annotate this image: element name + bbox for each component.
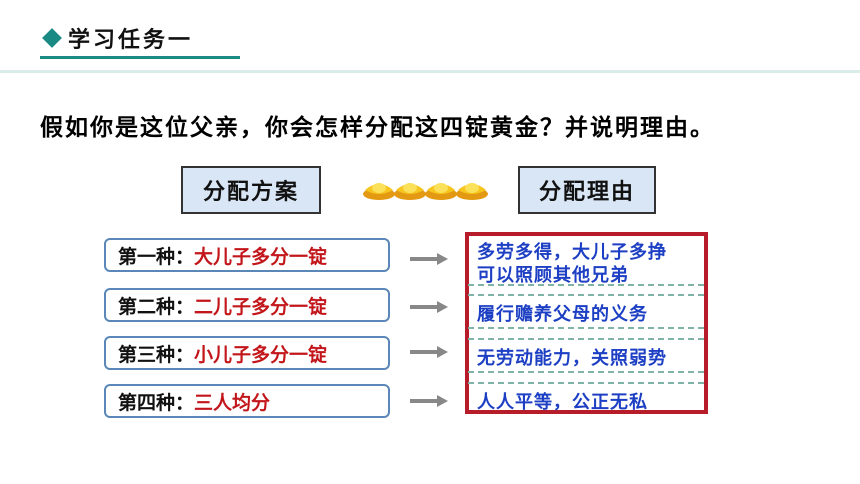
option-text: 大儿子多分一锭 — [194, 245, 328, 268]
option-prefix: 第三种： — [118, 343, 195, 366]
dashed-divider — [468, 327, 704, 329]
gold-ingot-icon — [363, 183, 395, 200]
option-3: 第三种：小儿子多分一锭 — [104, 336, 390, 370]
gold-ingot-icon — [394, 183, 426, 200]
option-text: 小儿子多分一锭 — [194, 343, 328, 366]
right-arrow-icon — [410, 253, 448, 265]
option-2: 第二种：二儿子多分一锭 — [104, 288, 390, 322]
option-text: 二儿子多分一锭 — [194, 295, 328, 318]
header-tab — [40, 24, 240, 59]
dashed-divider — [468, 338, 704, 340]
option-4: 第四种：三人均分 — [104, 384, 390, 418]
reason-1-line1: 多劳多得，大儿子多挣 — [477, 242, 667, 263]
reason-3: 无劳动能力，关照弱势 — [477, 348, 667, 369]
option-1: 第一种：大儿子多分一锭 — [104, 238, 390, 272]
reason-1-line2: 可以照顾其他兄弟 — [477, 265, 629, 286]
page-title: 学习任务一 — [68, 28, 194, 53]
right-arrow-icon — [410, 301, 448, 313]
gold-ingot-icon — [425, 183, 457, 200]
dashed-divider — [468, 371, 704, 373]
right-arrow-icon — [410, 395, 448, 407]
option-prefix: 第四种： — [118, 391, 195, 414]
gold-ingot-icon — [456, 183, 488, 200]
reason-2: 履行赡养父母的义务 — [477, 304, 648, 325]
dashed-divider — [468, 294, 704, 296]
plan-label: 分配方案 — [181, 166, 321, 214]
right-arrow-icon — [410, 346, 448, 358]
option-prefix: 第二种： — [118, 295, 195, 318]
reason-4: 人人平等，公正无私 — [477, 392, 648, 413]
option-prefix: 第一种： — [118, 245, 195, 268]
option-text: 三人均分 — [194, 391, 271, 414]
dashed-divider — [468, 284, 704, 286]
header-divider — [0, 70, 860, 73]
reason-label: 分配理由 — [518, 166, 656, 214]
dashed-divider — [468, 382, 704, 384]
question-text: 假如你是这位父亲，你会怎样分配这四锭黄金？并说明理由。 — [40, 115, 715, 141]
